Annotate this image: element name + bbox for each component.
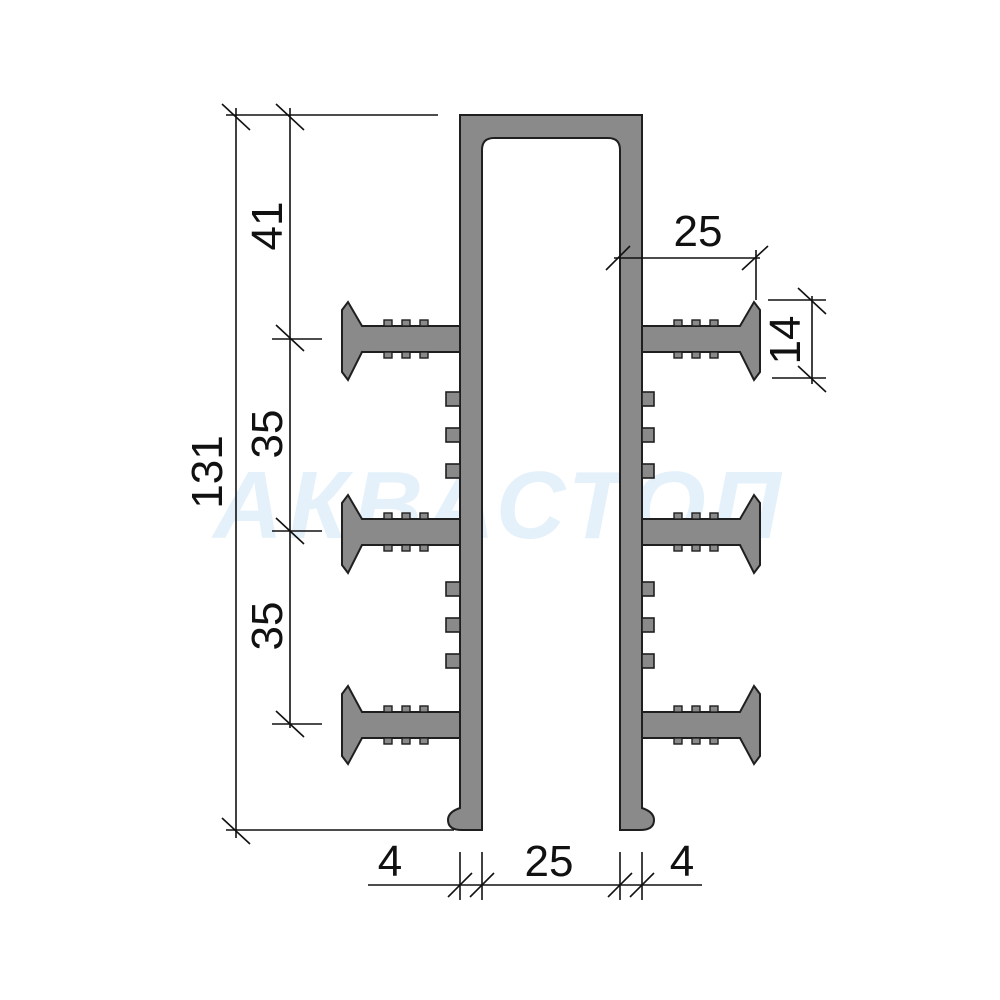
right-rib [641,581,655,597]
dim-right-wall: 4 [670,837,694,886]
dimension-lines [221,103,827,900]
left-rib [445,581,461,597]
profile-left-wall [446,114,656,831]
left-rib [445,617,461,633]
left-rib [445,391,461,407]
right-anchor-bottom [641,684,761,766]
left-rib [445,427,461,443]
waterstop-profile [341,114,761,831]
anchor-teeth [383,319,719,745]
dim-middle-section-2: 35 [243,602,292,651]
left-anchor-bottom [341,684,461,766]
dim-top-section: 41 [243,202,292,251]
right-rib [641,391,655,407]
dim-middle-section-1: 35 [243,410,292,459]
dim-anchor-width: 25 [674,207,723,256]
right-rib [641,653,655,669]
wall-ribs [445,391,655,669]
right-rib [641,617,655,633]
right-rib [641,463,655,479]
right-rib [641,427,655,443]
left-rib [445,653,461,669]
left-rib [445,463,461,479]
dim-overall-height: 131 [183,435,232,508]
dim-anchor-height: 14 [761,316,810,365]
dim-channel-width: 25 [525,837,574,886]
left-anchor-top [341,300,461,382]
right-anchor-top [641,300,761,382]
dim-left-wall: 4 [378,837,402,886]
left-anchors [341,300,461,766]
right-anchors [641,300,761,766]
dimension-labels: 131 41 35 35 25 14 4 25 4 [183,202,810,886]
